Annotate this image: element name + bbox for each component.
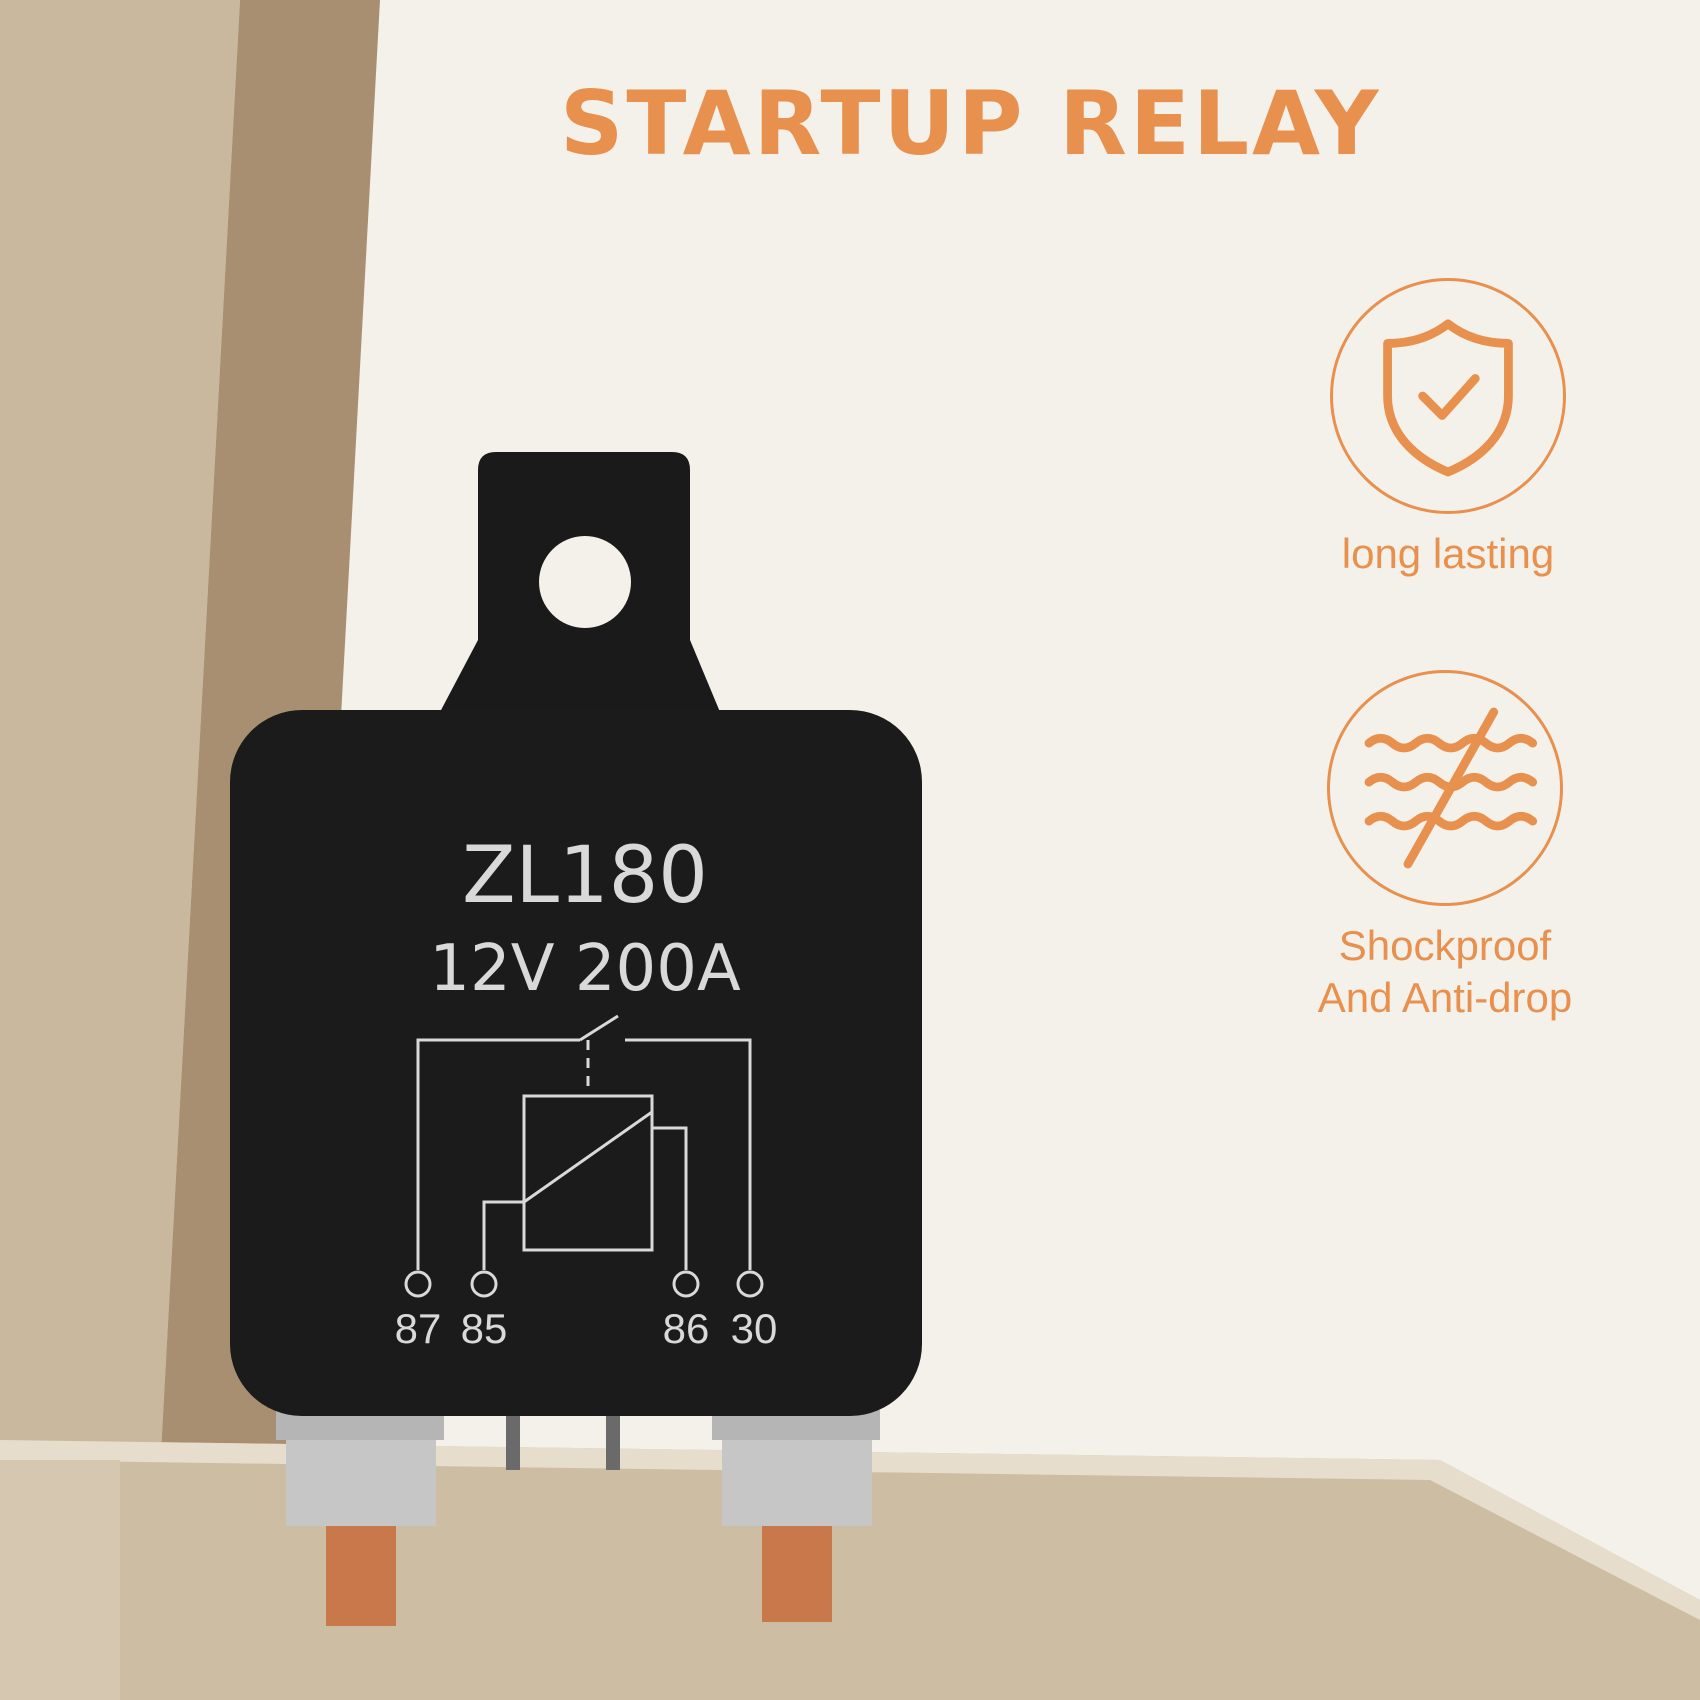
shelf-edge: [0, 1440, 1700, 1620]
shield-check-icon: [1383, 319, 1513, 477]
relay-rating-text: 12V 200A: [429, 932, 741, 1006]
pin-label-87: 87: [395, 1305, 442, 1352]
mounting-hole: [539, 536, 631, 628]
pin-label-30: 30: [731, 1305, 778, 1352]
relay-model-text: ZL180: [462, 831, 708, 921]
feature-shockproof-label-line2: And Anti-drop: [1317, 974, 1573, 1021]
coil-pin-right: [606, 1410, 620, 1470]
pin-label-86: 86: [663, 1305, 710, 1352]
feature-shockproof-badge: [1327, 670, 1563, 906]
feature-shockproof-label-line1: Shockproof: [1338, 922, 1552, 969]
wave-strike-icon: [1364, 707, 1538, 869]
coil-pin-left: [506, 1410, 520, 1470]
feature-long-lasting-label: long lasting: [1341, 530, 1555, 577]
terminal-right-nut: [722, 1440, 872, 1526]
feature-shockproof-label: Shockproof And Anti-drop: [1235, 920, 1655, 1024]
shelf-shadow: [0, 1460, 120, 1700]
pin-label-85: 85: [461, 1305, 508, 1352]
feature-long-lasting-badge: [1330, 278, 1566, 514]
terminal-right-bolt: [762, 1526, 832, 1622]
terminal-left-bolt: [326, 1526, 396, 1626]
page-title: STARTUP RELAY: [560, 72, 1382, 175]
relay-body: [230, 710, 922, 1416]
terminal-left-nut: [286, 1440, 436, 1526]
relay-schematic: [404, 1014, 764, 1298]
